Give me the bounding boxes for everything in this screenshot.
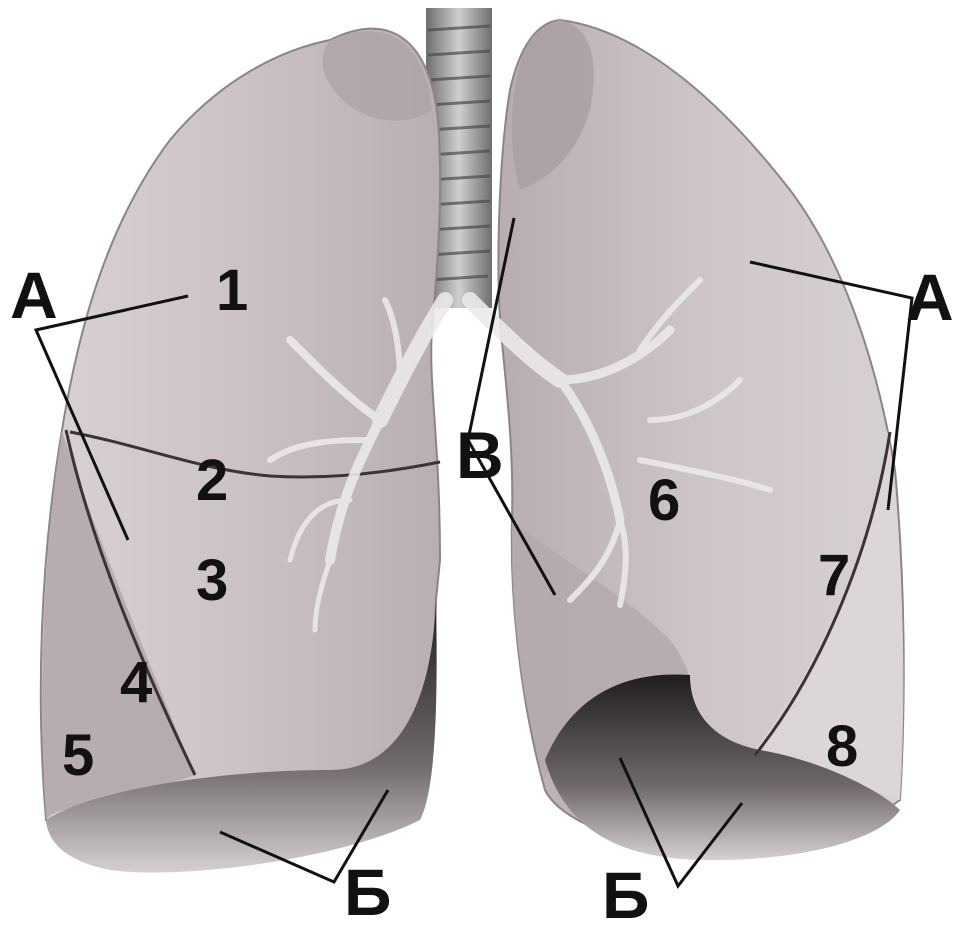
label-6: 6	[648, 468, 680, 533]
label-2: 2	[196, 448, 228, 513]
label-4: 4	[120, 650, 152, 715]
label-a-right: А	[906, 260, 954, 334]
right-lung	[41, 29, 440, 873]
label-1: 1	[216, 258, 248, 323]
label-b-left: Б	[344, 855, 391, 926]
label-b-right: Б	[602, 858, 649, 926]
label-v: В	[456, 418, 504, 492]
label-8: 8	[826, 714, 858, 779]
label-5: 5	[62, 723, 94, 788]
label-7: 7	[818, 543, 850, 608]
label-3: 3	[196, 548, 228, 613]
label-a-left: А	[10, 258, 58, 332]
